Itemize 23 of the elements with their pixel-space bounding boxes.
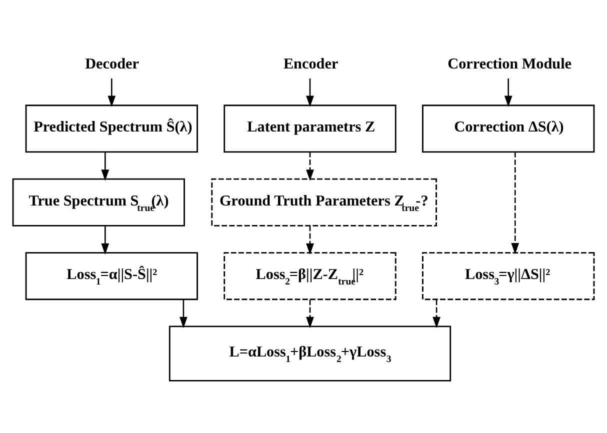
arrow — [306, 152, 314, 180]
arrow — [504, 78, 512, 106]
node-box: Ground Truth Parameters Z$_{true}$-? — [211, 178, 437, 226]
arrow — [306, 78, 314, 106]
node-box: Latent parametrs Z — [224, 104, 396, 152]
node-box: Correction ΔS(λ) — [422, 104, 595, 152]
node-text: Correction Module — [448, 55, 572, 72]
arrow — [180, 299, 188, 328]
node-box: Predicted Spectrum Ŝ(λ) — [25, 104, 198, 152]
arrow — [511, 152, 520, 254]
node-text: Decoder — [85, 55, 139, 72]
node-box: Loss$_{2}$=β||Z-Z$_{true}$||² — [224, 252, 396, 300]
node-box: Loss$_{3}$=γ||ΔS||² — [422, 252, 595, 300]
arrow — [306, 299, 314, 328]
arrow — [101, 152, 110, 180]
arrow — [432, 299, 440, 328]
node-box: True Spectrum S$_{true}$(λ) — [12, 178, 185, 226]
arrow — [101, 225, 110, 254]
arrow — [108, 78, 116, 106]
node-box: L=αLoss$_{1}$+βLoss$_{2}$+γLoss$_{3}$ — [168, 325, 452, 381]
node-text: Encoder — [283, 55, 338, 72]
node-box: Loss$_{1}$=α||S-Ŝ||² — [25, 252, 198, 300]
arrow — [306, 225, 314, 254]
